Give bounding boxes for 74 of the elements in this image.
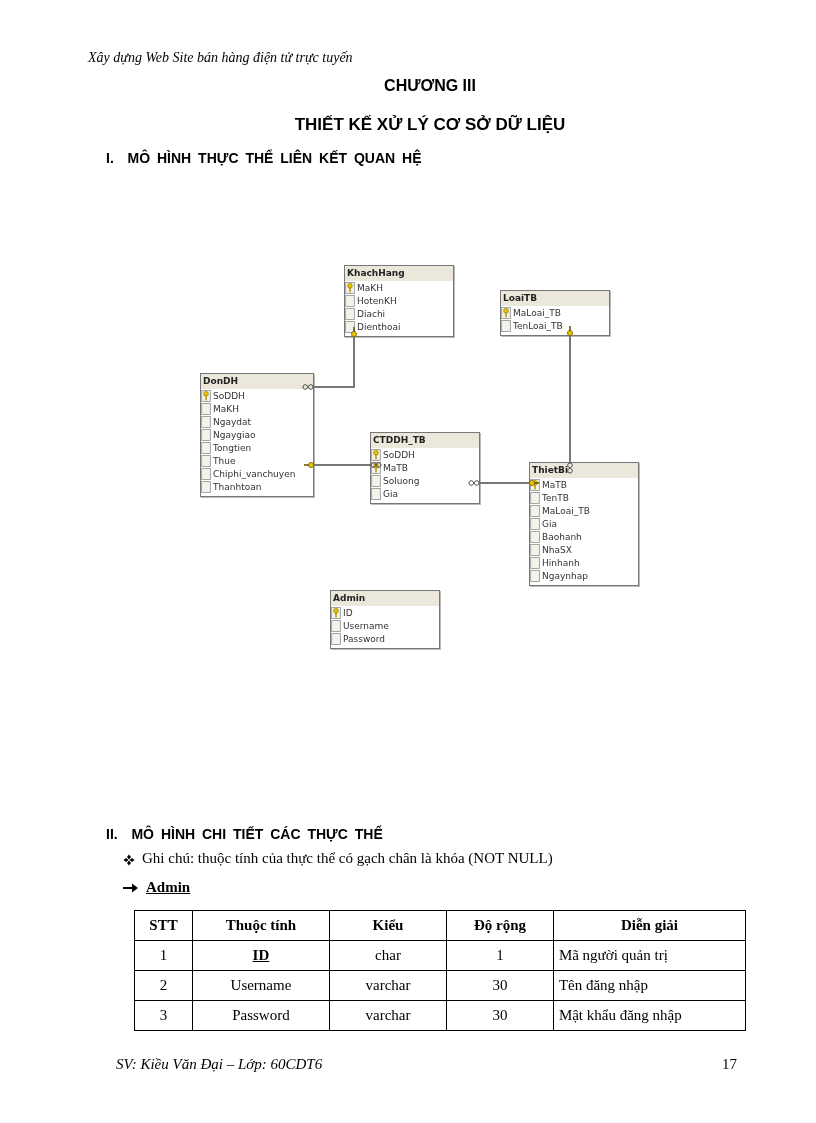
table-cell: char <box>329 940 447 971</box>
relationship-line <box>302 326 357 390</box>
field-name: MaLoai_TB <box>513 307 561 318</box>
table-cell: Password <box>192 1000 330 1031</box>
table-cell: Username <box>192 970 330 1001</box>
field-name: Gia <box>383 488 398 499</box>
field-name: TenTB <box>542 492 569 503</box>
section-heading: II. MÔ HÌNH CHI TIẾT CÁC THỰC THỂ <box>106 826 383 842</box>
table-cell: 30 <box>446 970 554 1001</box>
table-cell: varchar <box>329 1000 447 1031</box>
field-name: TenLoai_TB <box>513 320 563 331</box>
table-header-cell: Kiểu <box>329 910 447 941</box>
table-cell: 1 <box>446 940 554 971</box>
page-footer: SV: Kiều Văn Đại – Lớp: 60CDT6 <box>116 1056 323 1073</box>
field-name: Chiphi_vanchuyen <box>213 468 296 479</box>
field-name: Ngaygiao <box>213 429 256 440</box>
entity-name: ThietBi <box>530 463 638 478</box>
field-name: Thanhtoan <box>213 481 262 492</box>
field-name: Username <box>343 620 389 631</box>
entity-name: Admin <box>331 591 439 606</box>
entity-name: KhachHang <box>345 266 453 281</box>
field-name: NhaSX <box>542 544 572 555</box>
relationship-line <box>303 462 382 468</box>
field-name: SoDDH <box>383 449 415 460</box>
field-name: Password <box>343 633 386 644</box>
table-cell: Mã người quản trị <box>553 940 746 971</box>
note-text: Ghi chú: thuộc tính của thực thể có gạch chân là khóa (NOT NULL) <box>142 850 553 867</box>
entity-name: CTDDH_TB <box>371 433 479 448</box>
field-name: Thue <box>213 455 236 466</box>
field-name: Baohanh <box>542 531 582 542</box>
field-name: Gia <box>542 518 557 529</box>
table-header-cell: Thuộc tính <box>192 910 330 941</box>
field-name: MaTB <box>383 462 408 473</box>
table-header-cell: STT <box>134 910 193 941</box>
field-name: Soluong <box>383 475 420 486</box>
table-cell: Mật khẩu đăng nhập <box>553 1000 746 1031</box>
page-header: Xây dựng Web Site bán hàng điện tử trực tuyến <box>88 50 353 66</box>
field-name: Hinhanh <box>542 557 580 568</box>
table-cell: varchar <box>329 970 447 1001</box>
relationship-line <box>567 325 573 474</box>
field-name: MaKH <box>213 403 239 414</box>
table-header-cell: Độ rộng <box>446 910 554 941</box>
relationship-line <box>468 480 540 486</box>
table-cell: 3 <box>134 1000 193 1031</box>
entity-heading: Admin <box>146 879 191 896</box>
chapter-title: THIẾT KẾ XỬ LÝ CƠ SỞ DỮ LIỆU <box>293 115 567 135</box>
page-number: 17 <box>722 1056 737 1073</box>
table-cell: ID <box>192 940 330 971</box>
entity-table <box>500 290 610 336</box>
field-name: ID <box>343 607 353 618</box>
entity-table <box>330 590 440 649</box>
field-name: MaKH <box>357 282 383 293</box>
chapter-heading: CHƯƠNG III <box>383 77 477 95</box>
entity-table <box>200 373 314 497</box>
entity-table <box>370 432 480 504</box>
entity-name: DonDH <box>201 374 313 389</box>
field-name: Dienthoai <box>357 321 401 332</box>
field-name: Diachi <box>357 308 386 319</box>
table-cell: 30 <box>446 1000 554 1031</box>
entity-name: LoaiTB <box>501 291 609 306</box>
table-cell: Tên đăng nhập <box>553 970 746 1001</box>
field-name: Ngaynhap <box>542 570 588 581</box>
field-name: Tongtien <box>213 442 252 453</box>
section-heading: I. MÔ HÌNH THỰC THỂ LIÊN KẾT QUAN HỆ <box>106 150 422 166</box>
table-cell: 1 <box>134 940 193 971</box>
field-name: MaTB <box>542 479 567 490</box>
field-name: HotenKH <box>357 295 397 306</box>
entity-table <box>344 265 454 337</box>
field-name: Ngaydat <box>213 416 252 427</box>
field-name: SoDDH <box>213 390 245 401</box>
entity-table <box>529 462 639 586</box>
table-cell: 2 <box>134 970 193 1001</box>
field-name: MaLoai_TB <box>542 505 590 516</box>
table-header-cell: Diễn giải <box>553 910 746 941</box>
